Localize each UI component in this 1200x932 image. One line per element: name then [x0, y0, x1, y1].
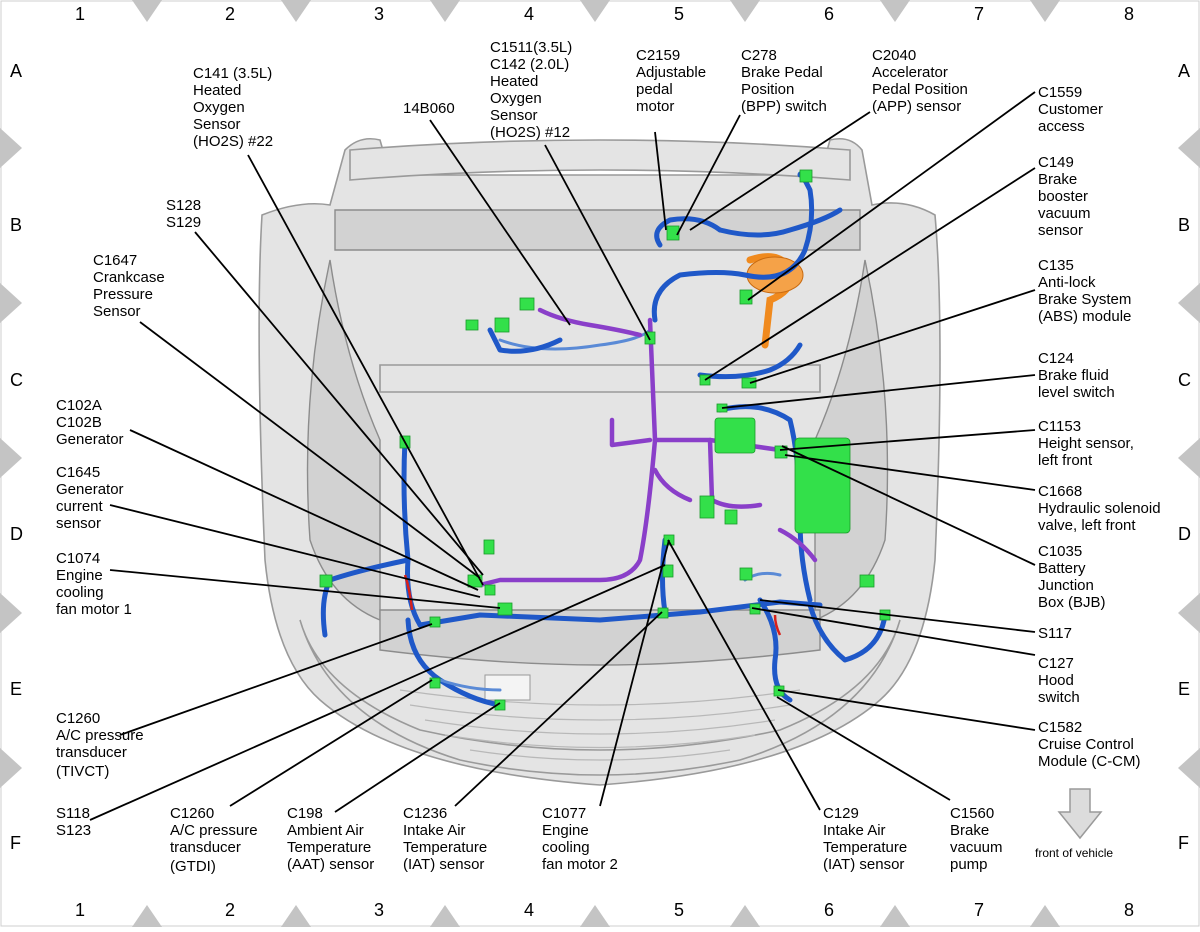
- grille-slats: [399, 689, 801, 761]
- row-label-left-A: A: [10, 61, 22, 81]
- label-14b060: 14B060: [403, 100, 455, 117]
- col-label-top-5: 5: [674, 4, 684, 24]
- col-label-bottom-6: 6: [824, 900, 834, 920]
- abs-module: [714, 417, 756, 454]
- leader-lines: [89, 91, 1036, 821]
- row-label-right-F: F: [1178, 833, 1189, 853]
- row-label-right-B: B: [1178, 215, 1190, 235]
- col-label-bottom-2: 2: [225, 900, 235, 920]
- col-label-top-6: 6: [824, 4, 834, 24]
- col-label-top-1: 1: [75, 4, 85, 24]
- row-label-left-F: F: [10, 833, 21, 853]
- label-s117: S117: [1038, 625, 1072, 642]
- col-label-bottom-5: 5: [674, 900, 684, 920]
- windshield-edge: [349, 139, 851, 181]
- col-label-top-4: 4: [524, 4, 534, 24]
- row-label-right-C: C: [1178, 370, 1191, 390]
- row-label-left-C: C: [10, 370, 23, 390]
- front-of-vehicle-label: front of vehicle: [1035, 846, 1113, 860]
- harness-red: [403, 574, 782, 636]
- row-label-right-D: D: [1178, 524, 1191, 544]
- row-label-left-E: E: [10, 679, 22, 699]
- grid-column-labels-top: 1 2 3 4 5 6 7 8: [75, 4, 1134, 24]
- col-label-bottom-1: 1: [75, 900, 85, 920]
- col-label-bottom-7: 7: [974, 900, 984, 920]
- col-label-top-8: 8: [1124, 4, 1134, 24]
- grid-markers-right: [1178, 128, 1200, 788]
- col-label-bottom-4: 4: [524, 900, 534, 920]
- col-label-top-7: 7: [974, 4, 984, 24]
- col-label-bottom-8: 8: [1124, 900, 1134, 920]
- grid-row-labels-right: A B C D E F: [1178, 61, 1191, 853]
- row-label-right-A: A: [1178, 61, 1190, 81]
- grid-markers-top: [132, 0, 1060, 22]
- row-label-right-E: E: [1178, 679, 1190, 699]
- row-label-left-D: D: [10, 524, 23, 544]
- grid-column-labels-bottom: 1 2 3 4 5 6 7 8: [75, 900, 1134, 920]
- cowl-panel: [334, 209, 861, 251]
- front-arrow-icon: [1057, 788, 1103, 840]
- col-label-bottom-3: 3: [374, 900, 384, 920]
- grid-markers-left: [0, 128, 22, 788]
- col-label-top-2: 2: [225, 4, 235, 24]
- grid-row-labels-left: A B C D E F: [10, 61, 23, 853]
- radiator-support: [379, 609, 821, 666]
- battery-junction-box: [794, 437, 851, 534]
- grid-markers-bottom: [132, 905, 1060, 927]
- col-label-top-3: 3: [374, 4, 384, 24]
- row-label-left-B: B: [10, 215, 22, 235]
- plate-bracket: [484, 674, 531, 701]
